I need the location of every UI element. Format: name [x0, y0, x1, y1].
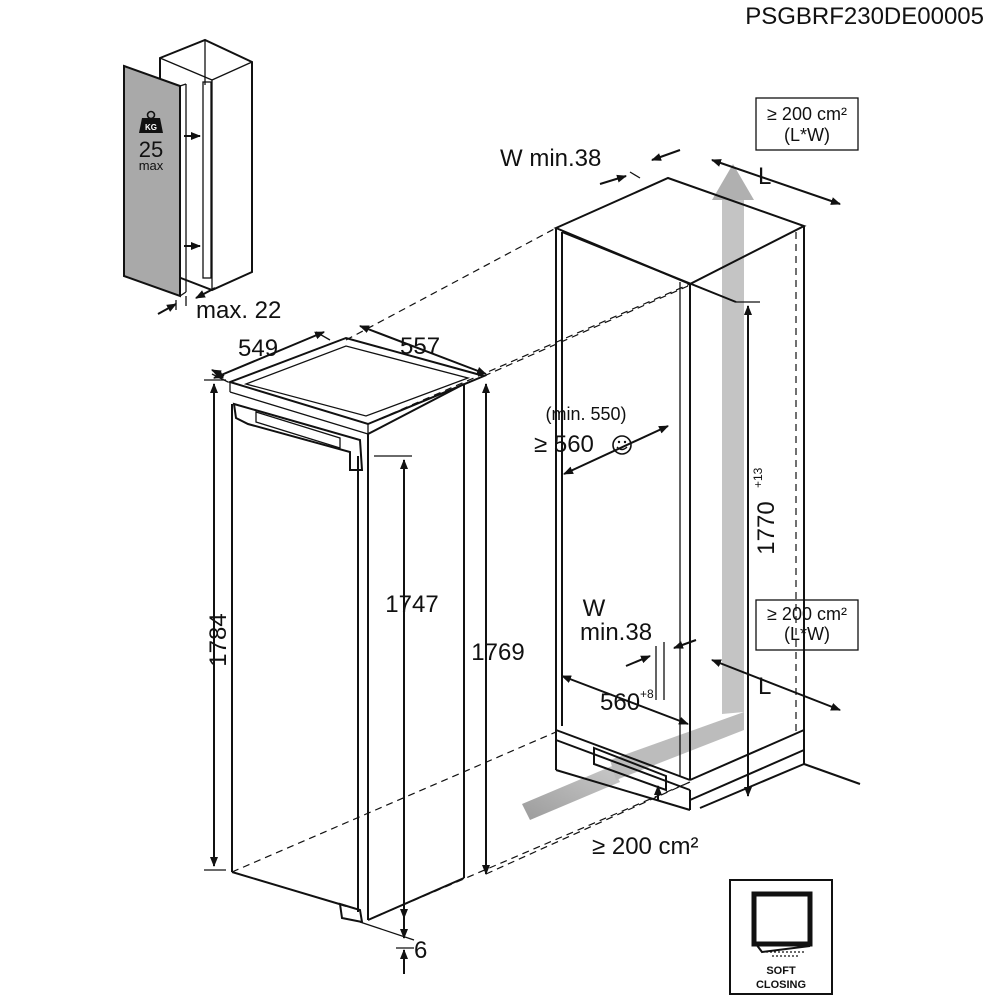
airflow-up-arrow: [722, 200, 744, 714]
max-weight-value: 25: [139, 137, 163, 162]
height-1747-label: 1747: [385, 591, 438, 618]
soft-closing-line1: SOFT: [766, 965, 796, 977]
niche-illustration: ≥ 200 cm² W min.38 L ≥ 200 cm² (L*W) (mi…: [500, 97, 861, 860]
depth-pref-label: ≥ 560: [534, 431, 594, 458]
height-1770-label: 1770: [753, 501, 780, 554]
vent-bottom-area-label: ≥ 200 cm²: [592, 833, 699, 860]
width-560-tolerance: +8: [640, 687, 654, 701]
weight-icon: [139, 110, 163, 133]
vent-top-area-label: ≥ 200 cm²: [767, 104, 847, 124]
kg-badge-text: KG: [145, 123, 157, 132]
airflow-in-arrow: [522, 766, 620, 820]
depth-549-label: 549: [238, 335, 278, 362]
height-1769-label: 1769: [471, 639, 524, 666]
height-1784-label: 1784: [205, 613, 232, 666]
vent-top-box: [755, 97, 859, 151]
soft-closing-icon: [751, 891, 813, 957]
smiley-icon: [612, 435, 632, 455]
max-weight-unit: max: [139, 158, 164, 173]
height-1770-tolerance: +13: [751, 467, 765, 488]
vent-top-lw-label: (L*W): [784, 125, 830, 145]
w-mid-value: min.38: [580, 619, 652, 646]
gap-6-label: 6: [414, 937, 427, 964]
appliance-illustration: 549 557 1784 1747 1769 6: [204, 325, 525, 974]
vent-mid-lw-label: (L*W): [784, 624, 830, 644]
door-thickness-label: max. 22: [196, 297, 281, 324]
door-panel-illustration: KG 25 max max. 22: [123, 38, 281, 324]
width-557-label: 557: [400, 333, 440, 360]
vent-mid-box: [755, 599, 859, 651]
diagram-code: PSGBRF230DE00005: [745, 3, 984, 30]
width-560-label: 560: [600, 689, 640, 716]
w-mid-label: W: [583, 595, 606, 622]
soft-closing-line2: CLOSING: [756, 979, 806, 991]
alignment-lines: [231, 227, 691, 921]
soft-closing-badge: SOFT CLOSING: [729, 879, 833, 995]
w-min-top-label: W min.38: [500, 145, 601, 172]
l-top-label: L: [758, 163, 771, 190]
depth-min-label: (min. 550): [545, 404, 626, 424]
vent-mid-area-label: ≥ 200 cm²: [767, 604, 847, 624]
l-mid-label: L: [758, 673, 771, 700]
